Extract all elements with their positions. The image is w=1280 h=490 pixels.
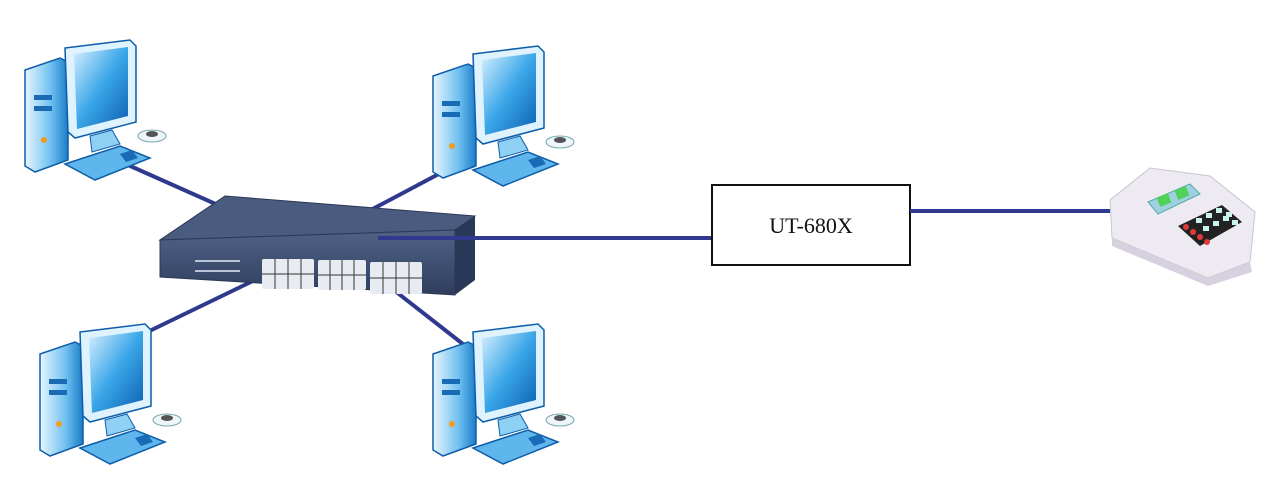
terminal-device <box>1109 167 1256 286</box>
converter-label: UT-680X <box>769 213 853 238</box>
computer-top-right <box>432 45 575 187</box>
network-switch <box>158 195 477 296</box>
computer-bottom-right <box>432 323 575 465</box>
converter: UT-680X <box>711 184 911 266</box>
computer-bottom-left <box>39 323 182 465</box>
computer-top-left <box>24 39 167 181</box>
converter-box <box>711 184 911 266</box>
